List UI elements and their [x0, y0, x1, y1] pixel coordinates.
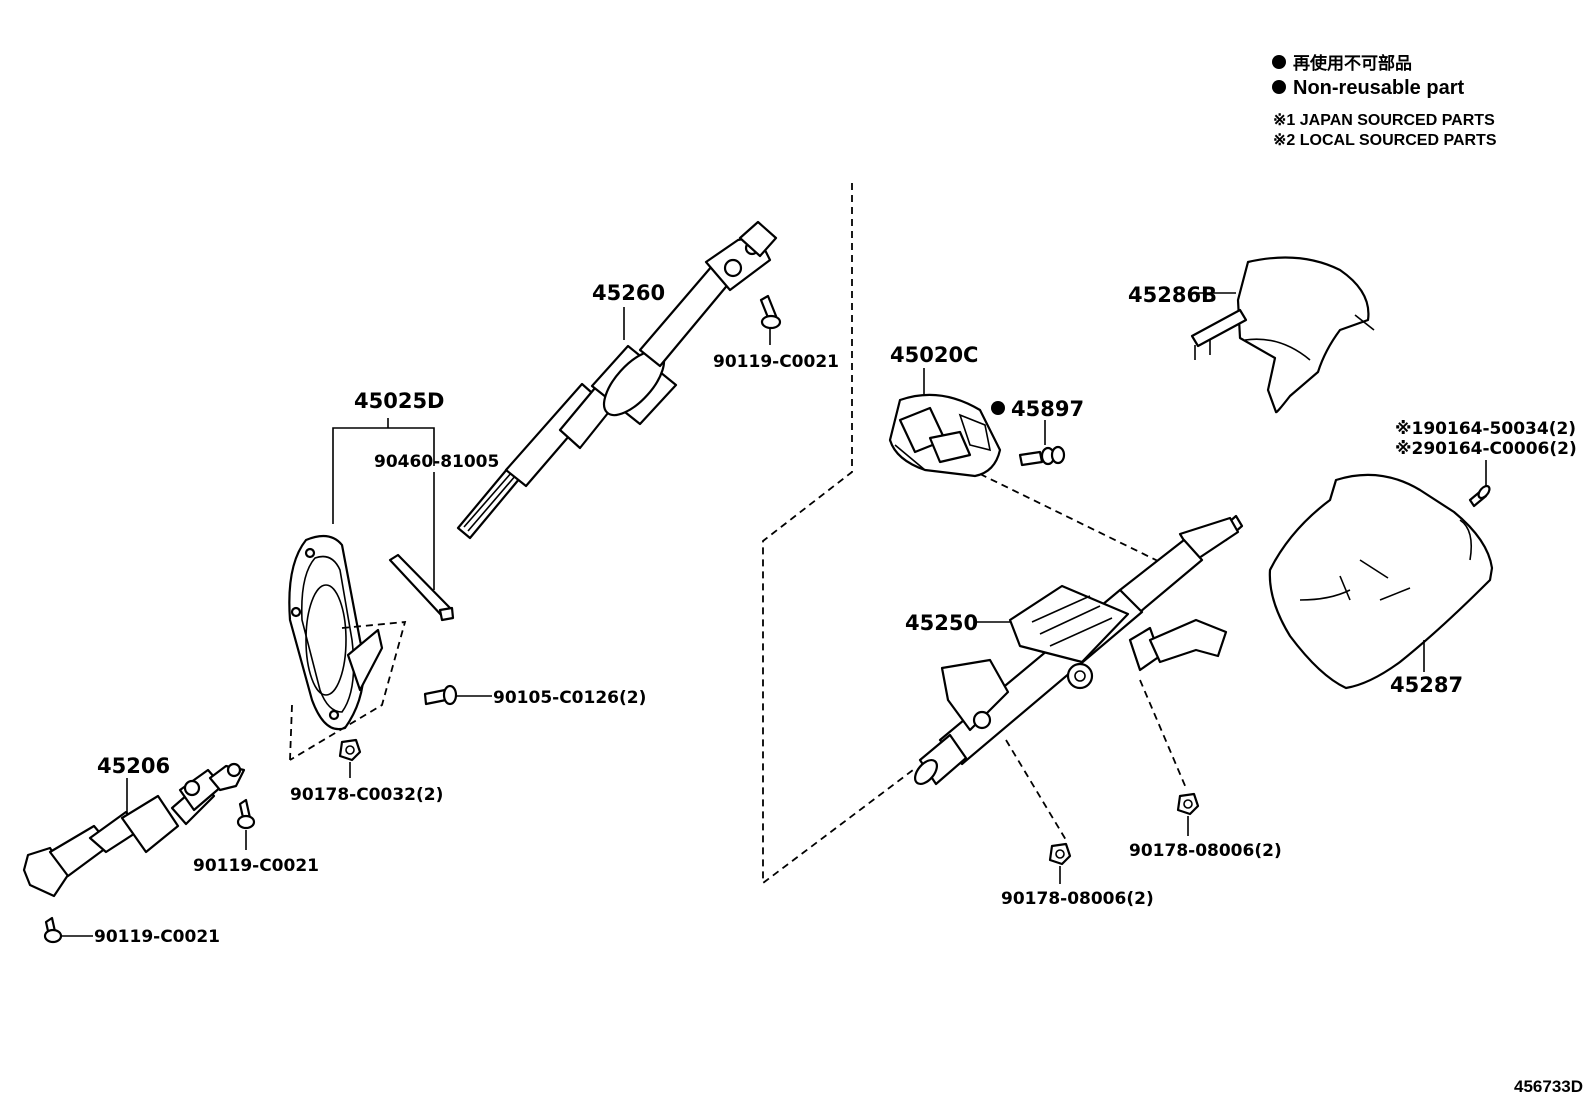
non-reusable-dot-icon — [1272, 55, 1286, 69]
label-90119-top: 90119-C0021 — [713, 352, 839, 372]
label-45286B: 45286B — [1128, 283, 1217, 307]
lower-shaft-45206 — [22, 762, 246, 898]
label-90178-08006-center: 90178-08006(2) — [1001, 889, 1154, 909]
leader-45025D — [332, 427, 435, 524]
lower-cover-45287 — [1268, 473, 1494, 690]
label-90105-C0126: 90105-C0126(2) — [493, 688, 646, 708]
label-45260: 45260 — [592, 281, 665, 305]
label-90119-bottom: 90119-C0021 — [94, 927, 220, 947]
non-reusable-dot-icon — [991, 401, 1005, 415]
assembly-dashed-outline — [762, 183, 914, 885]
label-90119-mid: 90119-C0021 — [193, 856, 319, 876]
legend-jp-text: 再使用不可部品 — [1293, 53, 1412, 73]
label-45020C: 45020C — [890, 343, 978, 367]
upper-cover-45286B — [1190, 256, 1375, 414]
nut-90178-08006-center — [1048, 842, 1072, 866]
legend: 再使用不可部品 Non-reusable part ※1 JAPAN SOURC… — [1272, 53, 1497, 149]
bolt-90119-mid — [236, 798, 256, 830]
column-nut-dashed-right — [1139, 679, 1187, 789]
lock-to-column-dashed — [979, 473, 1161, 563]
lock-housing-45020C — [888, 393, 1002, 478]
bolt-90119-bottom — [43, 916, 63, 944]
label-90164-50034: ※190164-50034(2) — [1395, 419, 1576, 439]
legend-note-japan: ※1 JAPAN SOURCED PARTS — [1273, 112, 1495, 129]
cover-gasket-45025D — [288, 534, 384, 731]
label-90178-08006-right: 90178-08006(2) — [1129, 841, 1282, 861]
bolt-90105 — [423, 684, 458, 706]
steering-column-45250 — [914, 514, 1244, 786]
non-reusable-dot-icon — [1272, 80, 1286, 94]
label-45287: 45287 — [1390, 673, 1463, 697]
label-90164-C0006: ※290164-C0006(2) — [1395, 439, 1577, 459]
bolt-90119-top — [759, 294, 782, 330]
nut-90178-08006-right — [1176, 792, 1200, 816]
label-45206: 45206 — [97, 754, 170, 778]
figure-id: 456733D — [1514, 1077, 1583, 1096]
label-90460-81005: 90460-81005 — [374, 452, 499, 472]
legend-en-text: Non-reusable part — [1293, 77, 1464, 99]
nut-90178-C0032 — [338, 738, 362, 762]
label-45025D: 45025D — [354, 389, 445, 413]
label-90178-C0032: 90178-C0032(2) — [290, 785, 443, 805]
intermediate-shaft-45260 — [456, 220, 778, 540]
legend-note-local: ※2 LOCAL SOURCED PARTS — [1273, 132, 1497, 149]
screw-90164 — [1468, 484, 1491, 508]
column-nut-dashed-left — [1005, 739, 1067, 841]
label-45897: 45897 — [1011, 397, 1084, 421]
seal-clip-90460 — [388, 553, 455, 622]
label-45250: 45250 — [905, 611, 978, 635]
shear-bolt-45897 — [1018, 445, 1066, 467]
